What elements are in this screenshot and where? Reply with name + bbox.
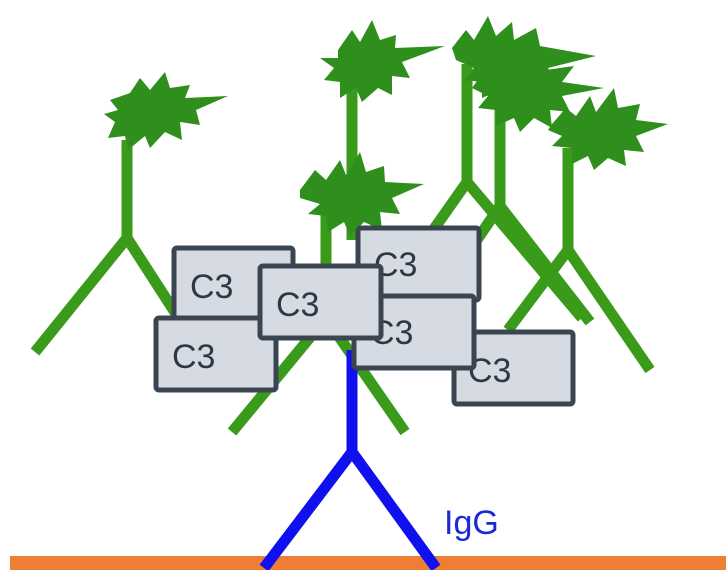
c3-box: C3: [451, 329, 576, 407]
starbursts: [104, 16, 668, 236]
green-starburst-icon: [300, 152, 424, 236]
green-starburst-icon: [472, 50, 604, 132]
igg-label: IgG: [444, 504, 499, 542]
green-starburst-icon: [320, 20, 445, 102]
green-starburst-icon: [548, 88, 668, 170]
green-antibody-6: [503, 148, 655, 374]
igg-antibody: [259, 350, 441, 570]
c3-boxes: C3 C3 C3 C3 C3 C3: [153, 225, 576, 407]
green-starburst-icon: [104, 72, 228, 150]
c3-label: C3: [190, 268, 233, 306]
c3-label: C3: [276, 286, 319, 324]
c3-box: C3: [153, 315, 279, 393]
c3-label: C3: [172, 338, 215, 376]
cell-surface: [10, 556, 726, 570]
c3-box: C3: [257, 263, 384, 341]
